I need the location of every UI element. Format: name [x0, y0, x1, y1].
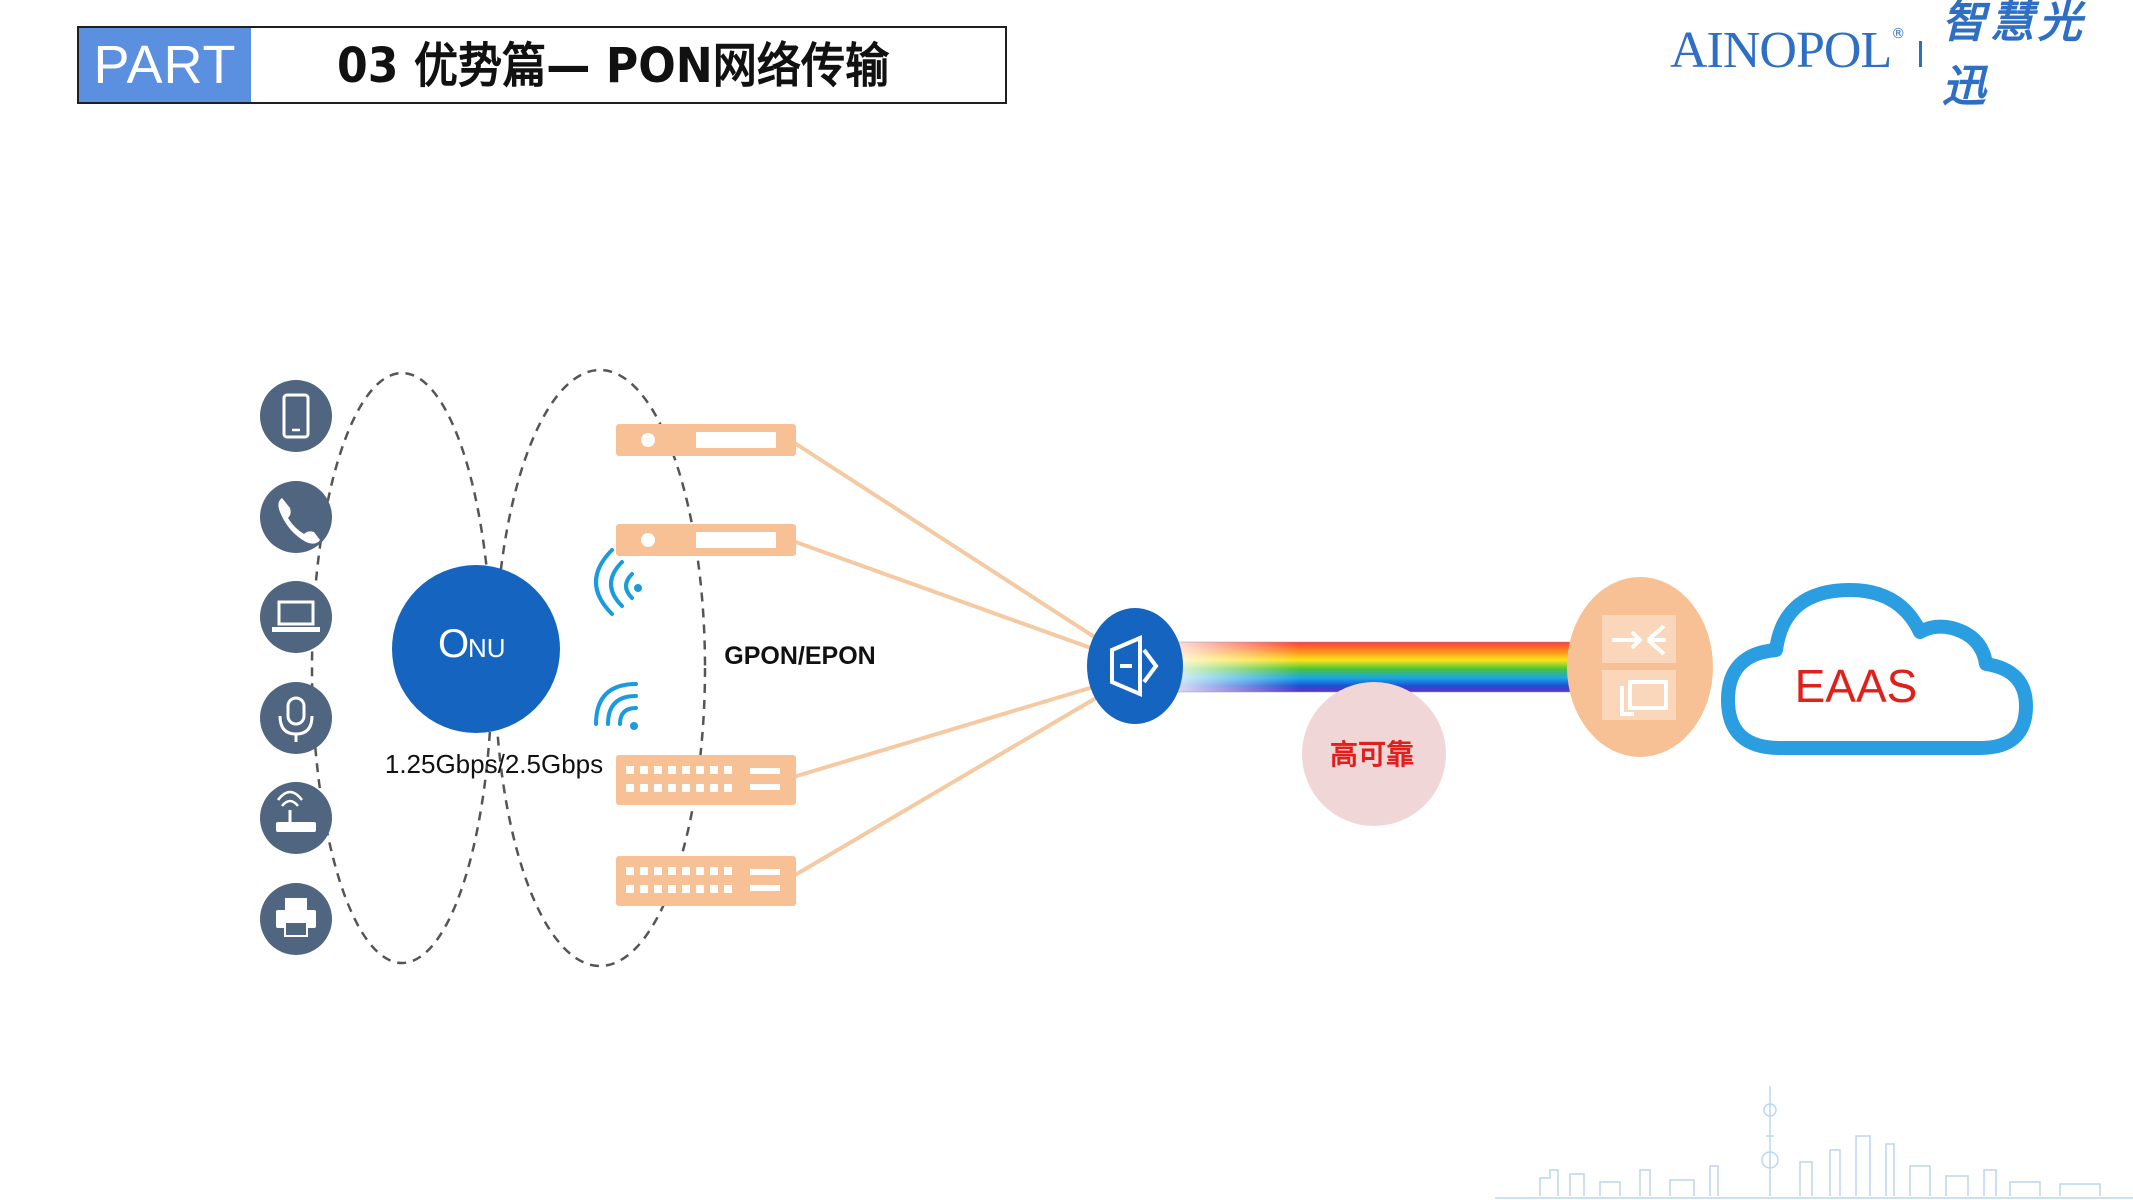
cloud-label: EAAS — [1795, 660, 1918, 712]
fiber-trunk — [1169, 641, 1571, 693]
company-logo: AINOPOL ® 智慧光迅 — [1670, 0, 2110, 112]
ont-device — [616, 524, 796, 556]
fiber-link — [788, 676, 1132, 880]
printer-icon — [260, 883, 332, 955]
fiber-links — [788, 438, 1132, 880]
fiber-link — [789, 538, 1131, 664]
terminal-icons — [260, 380, 332, 955]
logo-chinese: 智慧光迅 — [1941, 0, 2086, 112]
microphone-icon — [260, 682, 332, 754]
olt-node — [1567, 577, 1713, 757]
phone-icon — [260, 380, 332, 452]
ont-device — [616, 424, 796, 456]
reliability-badge: 高可靠 — [1302, 682, 1446, 826]
logo-registered-mark: ® — [1891, 26, 1906, 42]
splitter-node — [1087, 608, 1183, 724]
logo-separator — [1919, 41, 1922, 67]
onu-label-big: O — [438, 622, 469, 666]
reliability-label: 高可靠 — [1330, 738, 1414, 771]
speed-label: 1.25Gbps/2.5Gbps — [385, 749, 603, 779]
onu-label-small: NU — [468, 633, 506, 663]
page-title: 03 优势篇— PON网络传输 — [337, 38, 890, 94]
onu-node: O NU — [392, 565, 560, 733]
title-bar: PART 03 优势篇— PON网络传输 — [77, 26, 1007, 104]
ont-group-outline — [493, 368, 707, 968]
cloud-icon: EAAS — [1721, 583, 2033, 755]
laptop-icon — [260, 581, 332, 653]
telephone-icon — [260, 481, 332, 553]
wifi-icon — [594, 548, 642, 616]
skyline-decoration — [1495, 1086, 2133, 1199]
pon-label: GPON/EPON — [724, 642, 875, 670]
switch-device — [616, 856, 796, 906]
wifi-icon — [594, 682, 638, 730]
fiber-link — [789, 674, 1131, 780]
logo-brand: AINOPOL — [1670, 21, 1892, 79]
fiber-link — [788, 438, 1132, 662]
part-label: PART — [79, 28, 251, 102]
switch-device — [616, 755, 796, 805]
router-icon — [260, 782, 332, 854]
